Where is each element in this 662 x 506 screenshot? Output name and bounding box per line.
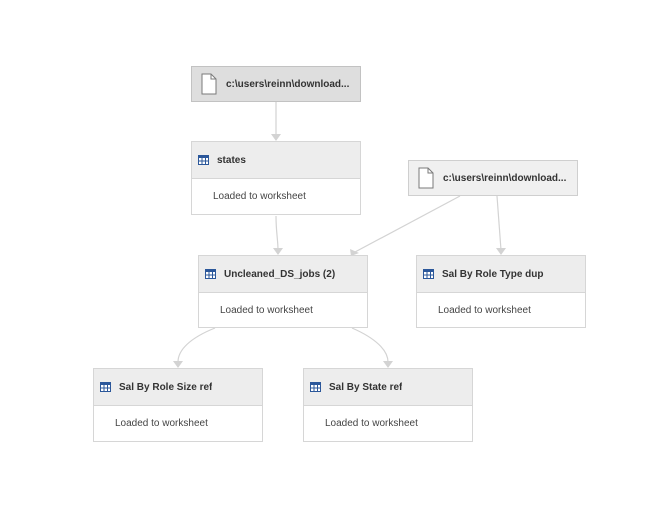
connector-source2-to-roletype — [496, 195, 502, 251]
source-node-1[interactable]: c:\users\reinn\download... — [191, 66, 361, 102]
query-title: Sal By Role Type dup — [442, 268, 544, 280]
query-node-states[interactable]: states Loaded to worksheet — [191, 141, 361, 215]
arrowhead — [271, 134, 281, 141]
arrowhead — [173, 361, 183, 368]
query-status: Loaded to worksheet — [438, 305, 531, 316]
query-header: Sal By State ref — [304, 369, 472, 406]
query-status: Loaded to worksheet — [325, 418, 418, 429]
file-icon — [418, 167, 434, 189]
table-icon — [205, 269, 216, 279]
arrowhead — [496, 248, 506, 255]
query-title: Uncleaned_DS_jobs (2) — [224, 268, 336, 280]
query-node-uncleaned-ds-jobs[interactable]: Uncleaned_DS_jobs (2) Loaded to workshee… — [198, 255, 368, 328]
query-title: states — [217, 154, 246, 166]
query-title: Sal By State ref — [329, 381, 403, 393]
connector-states-to-uncleaned — [275, 215, 279, 251]
query-header: states — [192, 142, 360, 179]
connector-source2-to-uncleaned — [354, 195, 461, 253]
query-node-sal-by-role-size-ref[interactable]: Sal By Role Size ref Loaded to worksheet — [93, 368, 263, 442]
table-icon — [310, 382, 321, 392]
query-node-sal-by-state-ref[interactable]: Sal By State ref Loaded to worksheet — [303, 368, 473, 442]
arrowhead — [273, 248, 283, 255]
source-node-2[interactable]: c:\users\reinn\download... — [408, 160, 578, 196]
query-title: Sal By Role Size ref — [119, 381, 213, 393]
table-icon — [198, 155, 209, 165]
connector-uncleaned-to-state — [351, 327, 389, 363]
source-label: c:\users\reinn\download... — [443, 172, 567, 184]
arrowhead — [383, 361, 393, 368]
query-status: Loaded to worksheet — [220, 305, 313, 316]
query-header: Sal By Role Size ref — [94, 369, 262, 406]
table-icon — [423, 269, 434, 279]
query-node-sal-by-role-type-dup[interactable]: Sal By Role Type dup Loaded to worksheet — [416, 255, 586, 328]
source-label: c:\users\reinn\download... — [226, 78, 350, 90]
query-header: Sal By Role Type dup — [417, 256, 585, 293]
file-icon — [201, 73, 217, 95]
query-status: Loaded to worksheet — [213, 191, 306, 202]
table-icon — [100, 382, 111, 392]
query-status: Loaded to worksheet — [115, 418, 208, 429]
query-header: Uncleaned_DS_jobs (2) — [199, 256, 367, 293]
connector-uncleaned-to-rolesize — [177, 327, 216, 363]
